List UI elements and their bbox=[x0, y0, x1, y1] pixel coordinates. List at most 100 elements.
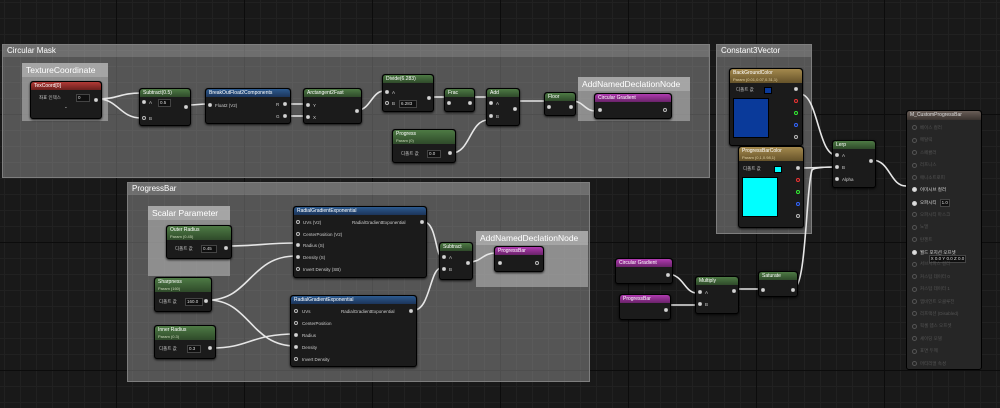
material-input-row[interactable]: 월드 포지션 오프셋X 0.0 Y 0.0 Z 0.0 bbox=[912, 249, 996, 263]
output-pin-g[interactable] bbox=[794, 111, 798, 115]
output-pin[interactable] bbox=[535, 261, 539, 265]
input-pin-radius[interactable] bbox=[294, 333, 298, 337]
output-pin[interactable] bbox=[466, 261, 470, 265]
input-pin-b[interactable] bbox=[835, 165, 839, 169]
output-pin-rgb[interactable] bbox=[794, 87, 798, 91]
output-pin[interactable] bbox=[791, 288, 795, 292]
input-pin[interactable] bbox=[912, 311, 917, 317]
output-pin[interactable] bbox=[204, 299, 208, 303]
node-add[interactable]: Add A B bbox=[486, 88, 520, 126]
material-input-row[interactable]: 커스텀 데이터 0 bbox=[912, 274, 950, 280]
material-input-row[interactable]: 메탈릭 bbox=[912, 137, 932, 143]
input-pin-x[interactable] bbox=[306, 115, 310, 119]
material-input-row[interactable]: 오파시티 마스크 bbox=[912, 212, 950, 218]
node-divide[interactable]: Divide(6.283) A B 6.283 bbox=[382, 74, 434, 112]
output-pin[interactable] bbox=[184, 105, 188, 109]
material-input-row[interactable]: 러프니스 bbox=[912, 162, 937, 168]
node-texcoord[interactable]: TexCoord[0] 좌표 인덱스 0 ⌄ bbox=[30, 81, 102, 119]
input-pin[interactable] bbox=[912, 162, 917, 168]
output-pin[interactable] bbox=[666, 273, 670, 277]
input-pin-uvs[interactable] bbox=[294, 309, 298, 313]
input-pin-invert[interactable] bbox=[294, 357, 298, 361]
material-input-row[interactable]: 노멀 bbox=[912, 224, 928, 230]
default-value-input[interactable]: 0.45 bbox=[201, 245, 217, 253]
input-pin[interactable] bbox=[912, 250, 917, 256]
material-input-row[interactable]: 스페큘러 bbox=[912, 150, 937, 156]
input-pin[interactable] bbox=[912, 236, 917, 242]
output-pin-b[interactable] bbox=[796, 202, 800, 206]
output-pin[interactable] bbox=[663, 108, 667, 112]
input-pin-a[interactable] bbox=[385, 90, 389, 94]
input-pin-a[interactable] bbox=[442, 255, 446, 259]
node-param-inner-radius[interactable]: Inner Radius Param (0.3) 디폴트 값 0.3 bbox=[154, 325, 216, 359]
color-chip[interactable] bbox=[774, 166, 782, 173]
material-input-row[interactable]: 앰비언트 오클루전 bbox=[912, 299, 954, 305]
color-chip[interactable] bbox=[764, 87, 772, 94]
material-input-row[interactable]: 표면 두께 bbox=[912, 348, 938, 354]
input-pin-alpha[interactable] bbox=[835, 177, 839, 181]
input-pin-a[interactable] bbox=[835, 153, 839, 157]
output-pin-g[interactable] bbox=[283, 114, 287, 118]
coordinate-index-input[interactable]: 0 bbox=[76, 94, 90, 102]
input-pin[interactable] bbox=[912, 187, 917, 193]
node-floor[interactable]: Floor bbox=[544, 92, 576, 116]
node-named-reroute-progress[interactable]: ProgressBar bbox=[494, 246, 544, 272]
material-input-row[interactable]: 리프랙션 (Disabled) bbox=[912, 311, 958, 317]
output-pin-rgb[interactable] bbox=[796, 166, 800, 170]
input-value[interactable]: 1.0 bbox=[939, 199, 950, 208]
input-pin-y[interactable] bbox=[306, 103, 310, 107]
node-saturate[interactable]: Saturate bbox=[758, 271, 798, 297]
output-pin-g[interactable] bbox=[796, 190, 800, 194]
node-frac[interactable]: Frac bbox=[444, 88, 475, 112]
input-pin[interactable] bbox=[598, 108, 602, 112]
input-pin-density[interactable] bbox=[296, 255, 300, 259]
input-pin[interactable] bbox=[912, 224, 917, 230]
node-param-progressbar-color[interactable]: ProgressBarColor Param (0,1,0.98,1) 디폴트 … bbox=[738, 146, 804, 228]
input-pin[interactable] bbox=[912, 200, 917, 206]
input-pin-invert[interactable] bbox=[296, 267, 300, 271]
output-pin-a[interactable] bbox=[796, 214, 800, 218]
output-pin[interactable] bbox=[869, 159, 873, 163]
input-pin[interactable] bbox=[912, 360, 917, 366]
input-pin[interactable] bbox=[761, 288, 765, 292]
output-pin[interactable] bbox=[208, 346, 212, 350]
default-value-input[interactable]: 160.0 bbox=[185, 298, 203, 306]
input-pin-b[interactable] bbox=[489, 114, 493, 118]
output-pin[interactable] bbox=[448, 151, 452, 155]
node-named-reroute-circular[interactable]: Circular Gradient bbox=[594, 93, 672, 119]
output-pin[interactable] bbox=[468, 101, 472, 105]
node-breakout-float2[interactable]: BreakOutFloat2Components Float2 (V2) R G bbox=[205, 88, 291, 124]
node-param-outer-radius[interactable]: Outer Radius Param (0.45) 디폴트 값 0.45 bbox=[166, 225, 232, 259]
material-input-row[interactable]: 머티리얼 속성 bbox=[912, 361, 946, 367]
node-param-background-color[interactable]: BackGroundColor Param (0.01,0.07,0.31,1)… bbox=[729, 68, 803, 146]
output-pin[interactable] bbox=[664, 308, 668, 312]
input-pin[interactable] bbox=[912, 125, 917, 131]
node-arctangent2fast[interactable]: Arctangent2Fast Y X bbox=[303, 88, 362, 124]
output-pin-b[interactable] bbox=[794, 123, 798, 127]
output-pin[interactable] bbox=[94, 98, 98, 102]
input-pin-uvs[interactable] bbox=[296, 220, 300, 224]
input-pin[interactable] bbox=[912, 298, 917, 304]
default-value-input[interactable]: 0.0 bbox=[427, 150, 441, 158]
input-pin[interactable] bbox=[547, 105, 551, 109]
input-pin-a[interactable] bbox=[142, 100, 146, 104]
output-pin[interactable] bbox=[732, 289, 736, 293]
output-pin[interactable] bbox=[513, 107, 517, 111]
material-input-row[interactable]: 커스텀 데이터 1 bbox=[912, 286, 950, 292]
chevron-down-icon[interactable]: ⌄ bbox=[64, 104, 68, 109]
node-param-sharpness[interactable]: Sharpness Param (160) 디폴트 값 160.0 bbox=[154, 277, 212, 312]
input-pin[interactable] bbox=[912, 212, 917, 218]
b-value-input[interactable]: 6.283 bbox=[399, 100, 417, 108]
input-pin[interactable] bbox=[912, 323, 917, 329]
input-pin[interactable] bbox=[912, 286, 917, 292]
output-pin[interactable] bbox=[355, 109, 359, 113]
input-pin-density[interactable] bbox=[294, 345, 298, 349]
node-named-get-circular[interactable]: Circular Gradient bbox=[615, 258, 673, 284]
node-radial-gradient-exponential-2[interactable]: RadialGradientExponential UVs CenterPosi… bbox=[290, 295, 417, 367]
input-pin-b[interactable] bbox=[385, 101, 389, 105]
node-lerp[interactable]: Lerp A B Alpha bbox=[832, 140, 876, 188]
output-pin-r[interactable] bbox=[794, 99, 798, 103]
node-named-get-progress[interactable]: ProgressBar bbox=[619, 294, 671, 320]
